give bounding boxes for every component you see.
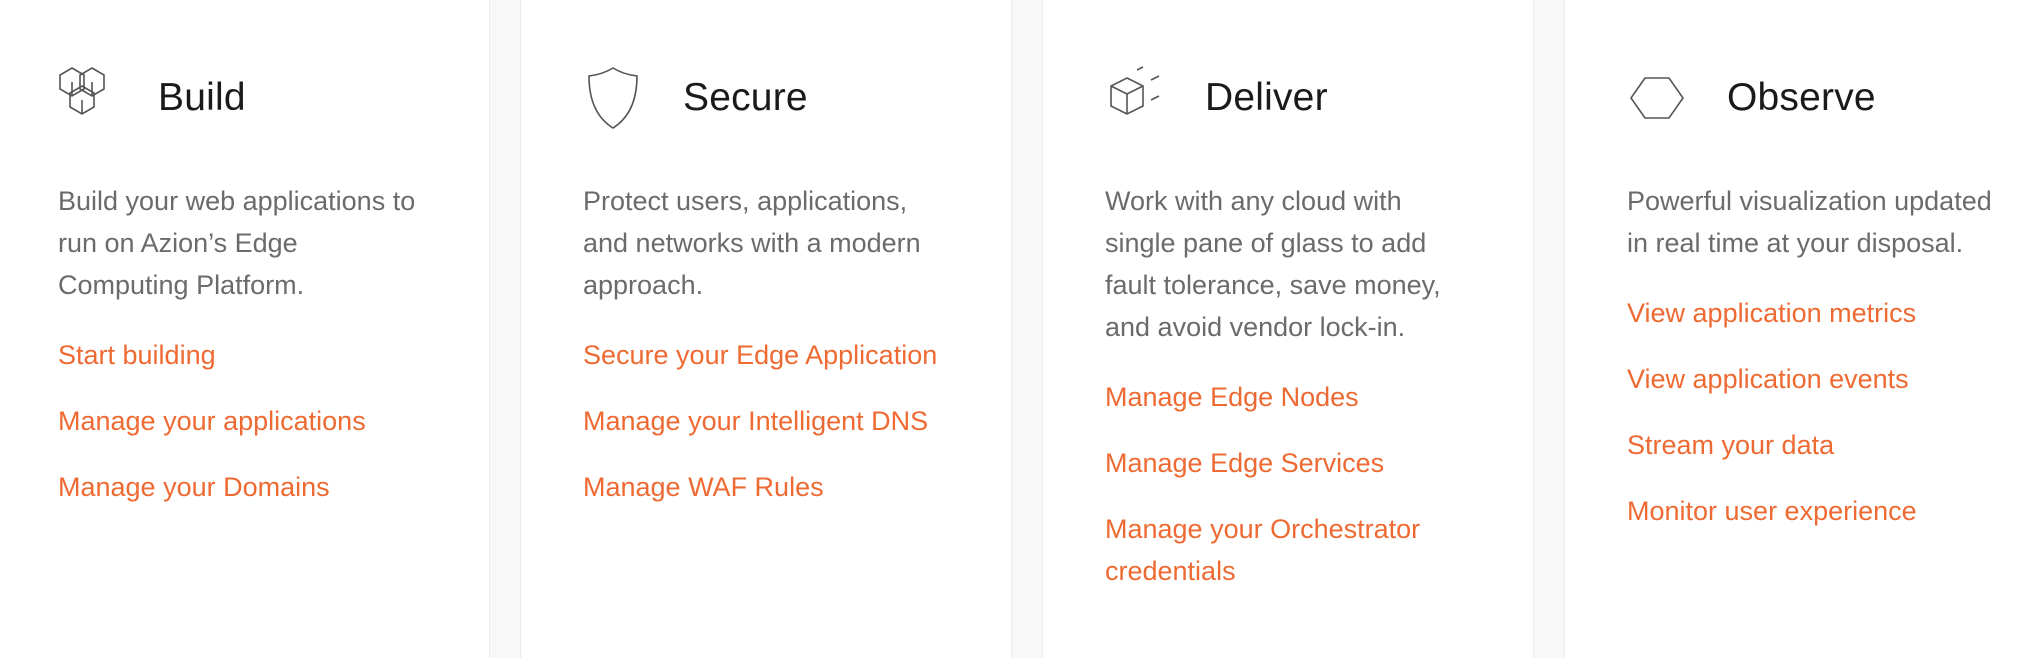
link-manage-orchestrator-credentials[interactable]: Manage your Orchestrator credentials [1105,514,1421,586]
link-manage-intelligent-dns[interactable]: Manage your Intelligent DNS [583,406,929,436]
card-header: Secure [583,58,987,138]
card-title: Secure [683,76,808,119]
link-stream-your-data[interactable]: Stream your data [1627,430,1835,460]
link-view-application-events[interactable]: View application events [1627,364,1909,394]
card-title: Observe [1727,76,1876,119]
cubes-icon [50,60,126,136]
card-links: View application metrics View applicatio… [1627,292,2010,532]
link-manage-edge-nodes[interactable]: Manage Edge Nodes [1105,382,1359,412]
card-links: Start building Manage your applications … [58,334,465,508]
shield-icon [575,60,651,136]
link-start-building[interactable]: Start building [58,340,216,370]
card-title: Build [158,76,246,119]
link-manage-edge-services[interactable]: Manage Edge Services [1105,448,1385,478]
link-monitor-user-experience[interactable]: Monitor user experience [1627,496,1917,526]
card-build: Build Build your web applications to run… [0,0,490,658]
link-secure-edge-application[interactable]: Secure your Edge Application [583,340,938,370]
card-observe: Observe Powerful visualization updated i… [1564,0,2030,658]
card-links: Manage Edge Nodes Manage Edge Services M… [1105,376,1509,592]
link-manage-waf-rules[interactable]: Manage WAF Rules [583,472,824,502]
card-links: Secure your Edge Application Manage your… [583,334,987,508]
link-view-application-metrics[interactable]: View application metrics [1627,298,1917,328]
link-manage-domains[interactable]: Manage your Domains [58,472,330,502]
card-title: Deliver [1205,76,1328,119]
card-description: Work with any cloud with single pane of … [1105,186,1441,342]
card-header: Build [58,58,465,138]
link-manage-applications[interactable]: Manage your applications [58,406,366,436]
card-description: Powerful visualization updated in real t… [1627,186,1992,258]
card-header: Observe [1627,58,2010,138]
cube-delivery-icon [1097,60,1173,136]
card-header: Deliver [1105,58,1509,138]
card-description: Build your web applications to run on Az… [58,186,416,300]
card-secure: Secure Protect users, applications, and … [520,0,1012,658]
card-deliver: Deliver Work with any cloud with single … [1042,0,1534,658]
card-description: Protect users, applications, and network… [583,186,921,300]
eye-icon [1619,60,1695,136]
